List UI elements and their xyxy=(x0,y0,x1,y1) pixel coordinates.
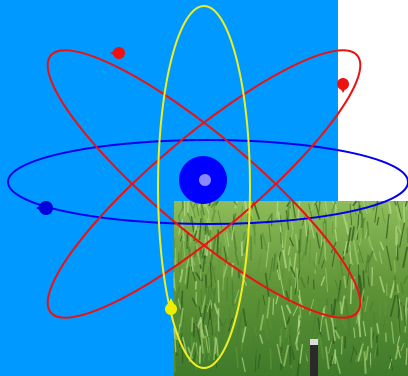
grass-blade xyxy=(270,349,271,370)
grass-blade xyxy=(397,284,398,293)
grass-blade xyxy=(372,267,373,286)
grass-blade xyxy=(179,267,180,276)
nucleus-inner xyxy=(199,174,211,186)
grass-blade xyxy=(281,327,282,347)
grass-blade xyxy=(325,239,326,261)
grass-blade xyxy=(218,280,219,303)
electron-red-right xyxy=(337,78,349,93)
grass-post xyxy=(310,341,318,376)
grass-blade xyxy=(300,229,301,252)
grass-blade xyxy=(196,281,197,290)
grass-blade xyxy=(279,212,280,221)
grass-blade xyxy=(192,317,193,331)
grass-blade xyxy=(281,232,282,244)
grass-blade xyxy=(363,270,364,287)
grass-blade xyxy=(175,248,176,267)
grass-blade xyxy=(288,326,289,342)
grass-photo xyxy=(174,201,408,376)
grass-blade xyxy=(182,201,183,209)
grass-blade xyxy=(364,351,365,374)
grass-blade xyxy=(314,280,315,290)
grass-blade xyxy=(188,201,189,213)
grass-blade xyxy=(206,285,207,304)
grass-blade xyxy=(219,248,220,269)
grass-blade xyxy=(286,324,287,338)
grass-blade xyxy=(227,277,228,301)
grass-blade xyxy=(342,336,343,354)
grass-post-cap xyxy=(310,339,318,345)
grass-blade xyxy=(363,220,364,239)
grass-blade xyxy=(362,308,363,330)
grass-blade xyxy=(208,287,209,305)
grass-blade xyxy=(351,279,352,304)
grass-blade xyxy=(232,281,233,307)
grass-blade xyxy=(395,261,396,273)
grass-blade xyxy=(310,240,311,264)
grass-blade xyxy=(349,322,350,339)
grass-blade xyxy=(206,307,207,319)
nucleus xyxy=(179,156,227,204)
grass-blade xyxy=(277,201,278,218)
grass-blade xyxy=(220,243,221,258)
grass-blade xyxy=(273,298,274,315)
grass-blade xyxy=(201,280,202,305)
grass-blade xyxy=(174,353,175,372)
